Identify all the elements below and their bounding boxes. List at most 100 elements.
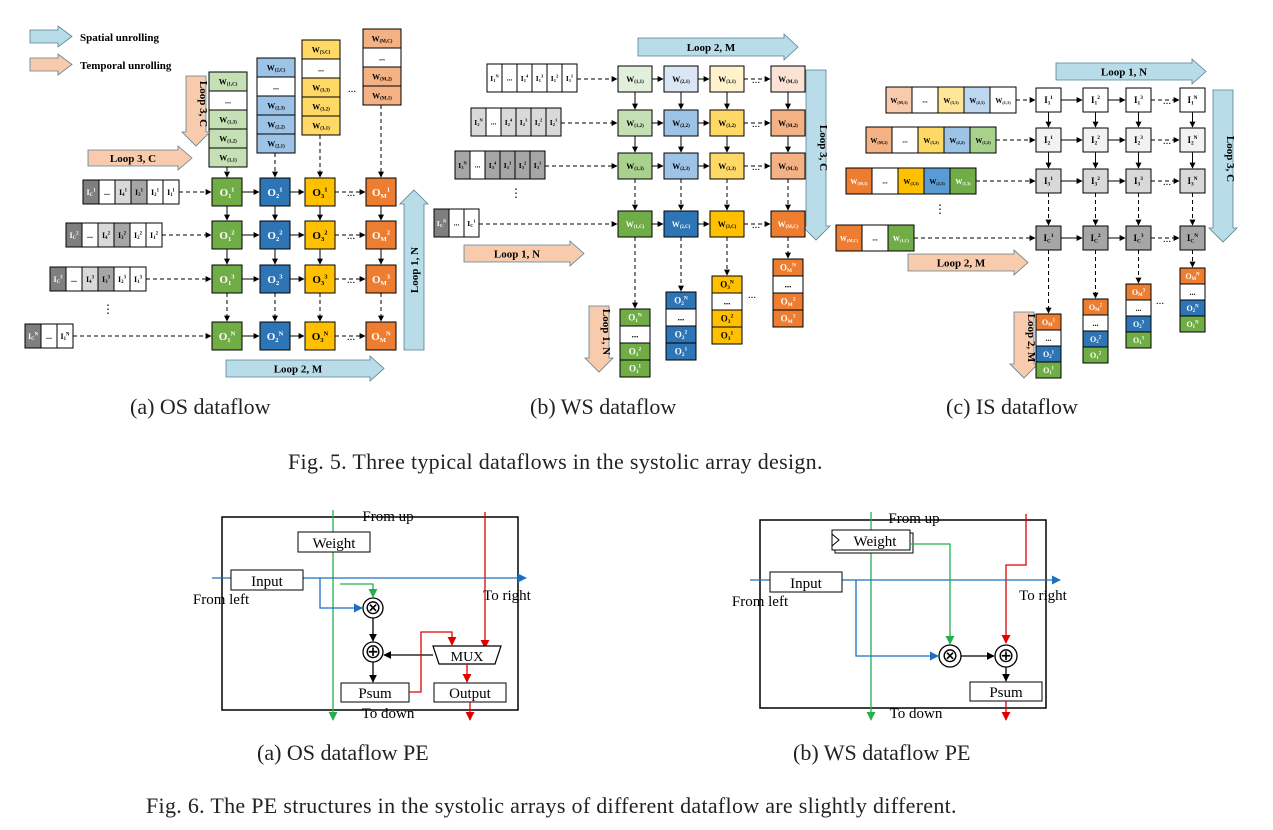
os-weight-cell [362,28,402,49]
is-weight-cell [897,167,925,195]
is-pe-cell-label: IC1 [1043,233,1053,245]
ws-pe-input-label: Input [790,576,822,592]
ws-input-cell-label: ... [475,161,481,170]
os-input-cell-label: I12 [150,231,159,242]
is-loop1-arrow-label: Loop 1, N [1101,67,1147,79]
ws-pe-to-down: To down [890,706,943,722]
os-pe-cell-label: O22 [267,229,283,243]
ws-input-cell-label: ICN [437,218,447,228]
os-weight-cell [301,77,341,98]
ws-pe-cell [617,65,653,93]
os-input-cell-label: IC3 [54,275,64,286]
os-input-cell [129,266,147,292]
is-pe-cell-label: I32 [1091,176,1100,188]
ws-pe-cell [709,109,745,137]
os-pe-to-right: To right [483,588,532,604]
os-pe-cell [304,264,336,294]
os-input-vertical-ellipsis: ⋮ [102,302,114,316]
is-weight-cell [963,86,991,114]
os-weight-cell [256,114,296,135]
ws-loop1-arrow-label: Loop 1, N [494,249,540,261]
os-input-cell-label: I23 [118,275,127,286]
os-weight-cell-label: W(2,1) [267,139,285,149]
os-weight-cell-label: W(2,3) [267,101,285,111]
ws-pe-from-up: From up [888,511,939,527]
is-output-cell [1179,315,1206,333]
os-pe-from-up: From up [362,509,413,525]
ws-output-cell-label: O21 [675,347,688,359]
os-row-ellipsis: ... [347,331,356,343]
is-output-cell-label: OM2 [1089,303,1103,314]
os-input-cell-label: I33 [102,275,111,286]
is-output-cell [1082,346,1109,364]
is-pe-cell [1179,168,1206,194]
is-pe-cell [1082,127,1109,153]
ws-row-ellipsis: ... [752,118,761,130]
is-loop1-arrow [1055,58,1207,85]
is-row-ellipsis: ... [1163,176,1172,188]
ws-pe-cell [709,152,745,180]
is-output-cell-label: OMN [1185,272,1200,283]
is-pe-cell [1082,87,1109,113]
is-pe-cell-label: I21 [1044,135,1053,147]
ws-pe-cell-label: W(1,1) [626,75,644,85]
ws-pe-to-right: To right [1019,588,1068,604]
ws-output-cell-label: OMN [780,263,796,275]
is-weight-cell-label: W(1,C) [893,235,910,243]
os-input-cell-label: IC1 [87,188,97,199]
is-output-cell-label: O21 [1043,350,1055,361]
ws-input-cell-label: ... [507,74,513,83]
os-pe-cell-label: OM3 [372,273,391,287]
ws-pe-red-down [1001,514,1027,644]
os-pe-psum-label: Psum [358,686,392,702]
is-output-cell [1035,361,1062,379]
ws-input-cell-label: I23 [520,117,528,127]
ws-pe-cell [617,109,653,137]
os-input-cell-label: IC2 [70,231,80,242]
os-input-cell [56,323,74,349]
is-output-cell-label: O1N [1186,320,1199,331]
is-weight-cell [887,224,915,252]
is-output-cell-label: OM1 [1042,318,1056,329]
fig6-caption: Fig. 6. The PE structures in the systoli… [146,793,957,818]
ws-pe-adder-symbol: ⊕ [998,645,1015,667]
is-weight-cell-label: W(M,1) [890,97,908,105]
ws-pe-cell-label: W(3,3) [718,162,736,172]
ws-loop1-vertical-label: Loop 1, N [600,309,612,355]
ws-pe-input-to-mult [855,580,939,661]
ws-input-cell [463,208,480,238]
os-weight-ellipsis: ... [348,83,357,95]
os-input-cell-label: I41 [119,188,128,199]
os-input-cell-label: I1N [61,332,71,343]
os-pe-cell-label: O23 [267,273,283,287]
is-pe-cell-label: I1N [1187,95,1197,107]
os-pe-cell [365,321,397,351]
ws-output-cell-label: ... [785,280,792,290]
os-input-cell [97,266,115,292]
ws-input-cell-label: I33 [504,160,512,170]
ws-pe-cell-label: W(3,2) [718,119,736,129]
ws-pe-cell-label: W(M,2) [778,119,798,129]
os-pe-weight-box [297,531,371,553]
os-input-cell [65,222,83,248]
os-pe-frame [221,516,519,711]
os-pe-cell [365,220,397,250]
is-weight-cell-label: ... [922,97,928,105]
is-weight-cell-label: W(1,3) [955,178,971,186]
is-weight-cell [885,86,913,114]
ws-pe-cell-label: W(3,C) [718,220,737,230]
os-row-ellipsis: ... [347,187,356,199]
ws-input-cell-label: I31 [534,160,542,170]
ws-input-cell-label: I24 [505,117,513,127]
os-pe-cell-label: O33 [312,273,328,287]
os-weight-cell-label: W(3,C) [312,45,331,55]
is-weight-cell-label: W(M,2) [870,137,888,145]
ws-output-cell-label: O2N [674,296,688,308]
is-pe-cell-label: ICN [1187,233,1198,245]
os-pe-cell-label: OM1 [372,186,390,200]
ws-pe-cell [709,210,745,238]
os-pe-mux-label: MUX [451,650,484,665]
os-loop3-vertical [181,75,211,147]
ws-pe-weight-box-back [831,529,911,551]
os-pe-cell-label: OMN [371,330,391,344]
